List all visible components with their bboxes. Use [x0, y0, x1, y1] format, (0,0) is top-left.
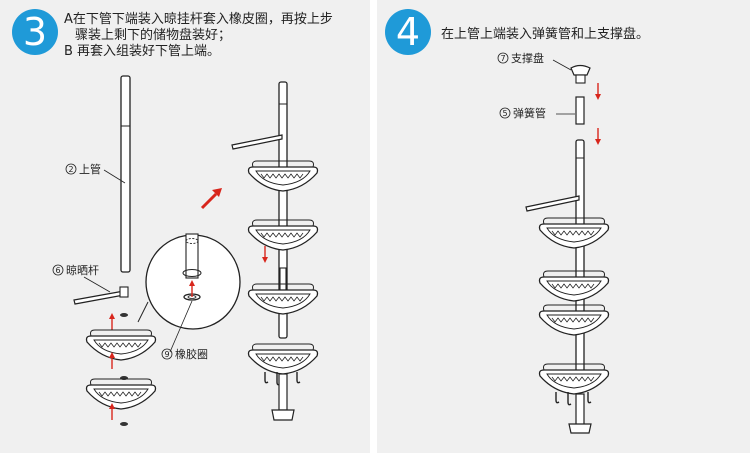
step-3-instructions: A在下管下端装入晾挂杆套入橡皮圈，再按上步 骤装上剩下的储物盘装好； B 再套入… — [64, 12, 333, 60]
step-3-badge: 3 — [12, 9, 58, 55]
step-3-assembly — [231, 81, 319, 421]
svg-text:上管: 上管 — [79, 162, 101, 176]
support-plate-part — [570, 64, 591, 84]
step-4-badge: 4 — [385, 9, 431, 55]
step-4-instructions: 在上管上端装入弹簧管和上支撑盘。 — [441, 27, 649, 43]
step-4-assembly — [525, 139, 610, 434]
step-4-line-1: 在上管上端装入弹簧管和上支撑盘。 — [441, 27, 650, 42]
spring-tube-label: 5 弹簧管 — [499, 106, 546, 120]
shelf-tray-1 — [85, 329, 157, 361]
drying-rod-label: 6 晾晒杆 — [52, 263, 99, 277]
svg-text:橡胶圈: 橡胶圈 — [175, 347, 208, 361]
arrow-down-spring — [594, 127, 602, 146]
rubber-ring-label: 9 橡胶圈 — [161, 347, 208, 361]
shelf-tray-2 — [85, 378, 157, 410]
support-plate-label: 7 支撑盘 — [497, 51, 544, 65]
spring-tube-part — [575, 96, 585, 125]
svg-text:晾晒杆: 晾晒杆 — [66, 263, 99, 277]
upper-tube-leader — [103, 169, 126, 184]
svg-text:弹簧管: 弹簧管 — [513, 106, 546, 120]
rotate-arrow — [200, 188, 222, 210]
arrow-up-1 — [108, 312, 116, 331]
step-3-line-1: A在下管下端装入晾挂杆套入橡皮圈，再按上步 — [64, 12, 333, 27]
svg-text:5: 5 — [502, 109, 507, 118]
rubber-ring-part-3 — [120, 422, 128, 426]
rubber-ring-detail-callout — [137, 233, 241, 330]
upper-tube-label: 2 上管 — [65, 162, 101, 176]
svg-text:2: 2 — [68, 165, 73, 174]
svg-text:9: 9 — [164, 350, 169, 359]
svg-text:支撑盘: 支撑盘 — [511, 51, 544, 65]
step-3-line-2: 骤装上剩下的储物盘装好； — [75, 28, 232, 43]
drying-rod-part — [73, 286, 129, 305]
arrow-down-plate — [594, 82, 602, 101]
svg-text:7: 7 — [500, 54, 505, 63]
upper-tube-part — [120, 75, 131, 273]
drying-rod-leader — [83, 276, 111, 293]
step-3-line-3: B 再套入组装好下管上端。 — [64, 44, 221, 59]
support-plate-leader — [552, 59, 572, 71]
rubber-ring-part-1 — [120, 313, 128, 317]
svg-text:6: 6 — [55, 266, 60, 275]
rubber-ring-leader — [169, 300, 193, 353]
